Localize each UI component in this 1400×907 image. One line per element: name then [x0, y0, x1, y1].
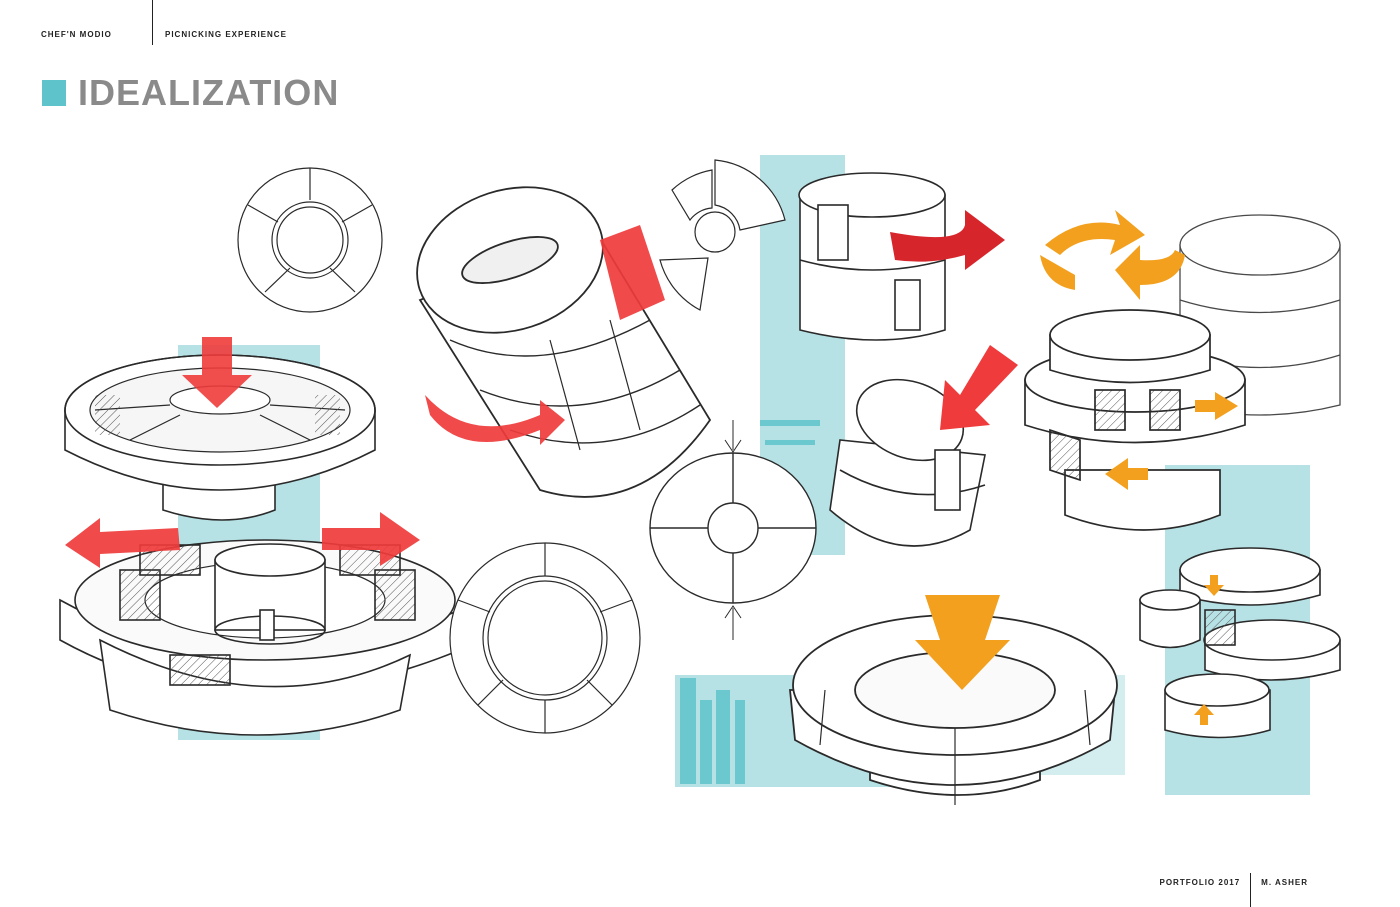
- red-arrow-diagonal: [940, 345, 1018, 430]
- section-name: PICNICKING EXPERIENCE: [165, 30, 287, 39]
- project-name: CHEF'N MODIO: [41, 30, 112, 39]
- orange-small-arrows: [1194, 575, 1224, 725]
- footer: PORTFOLIO 2017 M. ASHER: [1159, 865, 1308, 907]
- header: CHEF'N MODIO PICNICKING EXPERIENCE: [41, 0, 287, 45]
- tray-upper: [64, 354, 376, 521]
- brush-strokes: [680, 420, 820, 784]
- page-title: IDEALIZATION: [78, 72, 340, 113]
- red-arrow-curve-right: [890, 210, 1005, 270]
- orange-arrow-down: [915, 595, 1010, 690]
- stacked-cylinder-tilted: [416, 186, 712, 498]
- tray-large-bottom: [789, 614, 1118, 805]
- orange-rotate-arrows: [1040, 210, 1185, 300]
- compress-arrows: [724, 420, 742, 640]
- tray-lower: [59, 539, 461, 736]
- ring-plan-top: [237, 167, 383, 313]
- orange-slide-arrows: [1105, 392, 1238, 490]
- red-rotation-arrows: [425, 225, 665, 445]
- red-arrows-out: [65, 512, 420, 568]
- header-divider: [152, 0, 153, 45]
- cylinder-tilted-small: [829, 378, 986, 547]
- title-accent-square: [42, 80, 66, 106]
- cylinder-stack-right-front: [1024, 309, 1246, 531]
- segment-plan-top: [659, 159, 786, 311]
- page-title-block: IDEALIZATION: [42, 72, 339, 114]
- ring-plan-lower: [449, 542, 641, 734]
- footer-author: M. ASHER: [1261, 877, 1308, 887]
- footer-portfolio: PORTFOLIO 2017: [1159, 877, 1241, 887]
- red-arrow-down: [182, 337, 252, 408]
- segment-plan-middle: [649, 452, 817, 604]
- footer-divider: [1250, 873, 1252, 907]
- cylinder-stack-rotate: [798, 172, 946, 341]
